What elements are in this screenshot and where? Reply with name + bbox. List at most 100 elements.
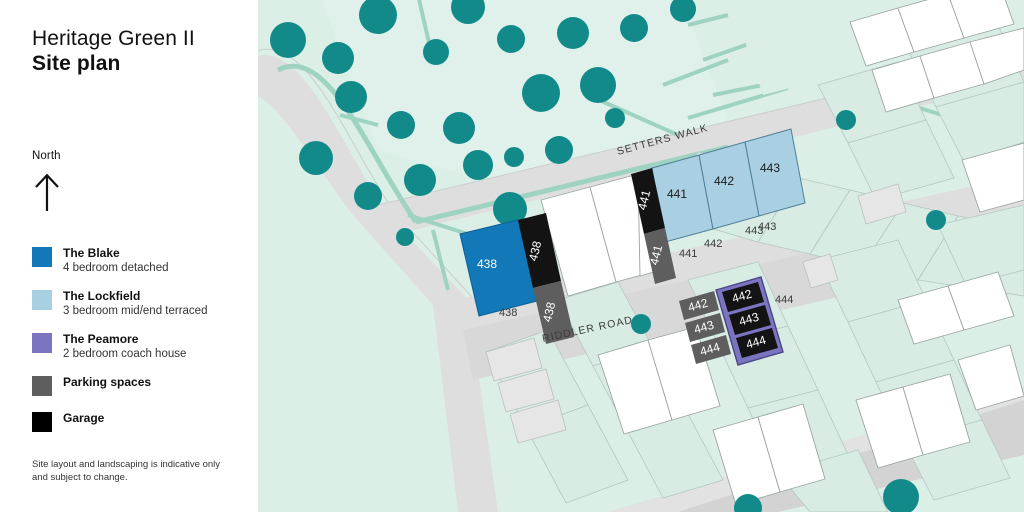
garage-443-label: 443 xyxy=(737,310,760,329)
building xyxy=(902,373,971,456)
tree-icon xyxy=(734,494,762,512)
unit-442-label: 442 xyxy=(714,174,734,188)
tree-icon xyxy=(322,42,354,74)
building xyxy=(969,27,1024,85)
parking-441-label: 441 xyxy=(647,243,666,266)
legend-item-parking: Parking spaces xyxy=(32,375,207,396)
page-title-primary: Heritage Green II xyxy=(32,27,195,50)
legend-swatch-garage xyxy=(32,412,52,432)
parking-438-label: 438 xyxy=(540,300,559,323)
tree-icon xyxy=(493,192,527,226)
unit-438-blake[interactable]: 438 xyxy=(459,219,538,317)
parking-441[interactable]: 441 xyxy=(644,228,676,284)
peamore-parking[interactable]: 442 443 444 xyxy=(679,291,731,364)
road-main-west xyxy=(258,54,498,512)
page-title: Heritage Green II Site plan xyxy=(32,26,195,76)
building xyxy=(949,0,1015,39)
garage-441-label: 441 xyxy=(635,188,654,211)
parking-444-label: 444 xyxy=(698,340,721,359)
tree-icon xyxy=(670,0,696,22)
plot-label-443-upper: 443 xyxy=(745,225,763,237)
legend-item-garage: Garage xyxy=(32,411,207,432)
hedge-path-11 xyxy=(431,229,450,291)
legend-label-parking: Parking spaces xyxy=(63,375,152,389)
tree-icon xyxy=(605,108,625,128)
site-map[interactable]: 438 438 438 438 441 xyxy=(258,0,1024,512)
tree-icon xyxy=(497,25,525,53)
tree-icon xyxy=(299,141,333,175)
tree-icon xyxy=(545,136,573,164)
sidebar: Heritage Green II Site plan North The Bl… xyxy=(0,0,258,512)
legend-swatch-lockfield xyxy=(32,290,52,310)
building xyxy=(961,142,1024,213)
tree-icon xyxy=(926,210,946,230)
disclaimer-text: Site layout and landscaping is indicativ… xyxy=(32,459,221,483)
tree-icon xyxy=(631,314,651,334)
peamore-block[interactable]: 442 443 444 xyxy=(715,276,784,366)
legend-item-lockfield: The Lockfield 3 bedroom mid/end terraced xyxy=(32,289,207,319)
hedge-path-6 xyxy=(339,113,379,127)
garage-442-peamore[interactable]: 442 xyxy=(722,282,764,312)
legend-label-peamore: The Peamore xyxy=(63,332,139,346)
garage-438-label: 438 xyxy=(526,239,545,262)
tree-icon xyxy=(396,228,414,246)
parking-443-label: 443 xyxy=(692,318,715,337)
garage-441[interactable]: 441 xyxy=(631,168,665,234)
legend-swatch-parking xyxy=(32,376,52,396)
tree-icon xyxy=(443,112,475,144)
hedge-path-1 xyxy=(415,144,729,225)
buildings xyxy=(540,0,1024,506)
tree-icon xyxy=(359,0,397,34)
plot-label-443-right: 443 xyxy=(758,221,776,233)
building xyxy=(957,344,1024,411)
tree-icon xyxy=(836,110,856,130)
parking-444-peamore[interactable]: 444 xyxy=(691,335,731,364)
tree-icon xyxy=(463,150,493,180)
parking-442-peamore[interactable]: 442 xyxy=(679,291,719,320)
tree-icon xyxy=(451,0,485,24)
trees xyxy=(270,0,946,512)
garage-444-label: 444 xyxy=(744,333,767,352)
building xyxy=(757,403,826,493)
legend-desc-blake: 4 bedroom detached xyxy=(63,262,169,274)
site-map-svg: 438 438 438 438 441 xyxy=(258,0,1024,512)
legend-swatch-blake xyxy=(32,247,52,267)
legend-label-blake: The Blake xyxy=(63,246,120,260)
hedge-path-3 xyxy=(662,58,729,87)
tree-icon xyxy=(335,81,367,113)
legend-item-peamore: The Peamore 2 bedroom coach house xyxy=(32,332,207,362)
plot-label-444: 444 xyxy=(775,294,793,306)
unit-442-lockfield[interactable]: 442 xyxy=(698,141,760,230)
unit-443-label: 443 xyxy=(760,161,780,175)
legend-label-lockfield: The Lockfield xyxy=(63,289,141,303)
road-edge-1 xyxy=(258,48,473,298)
tree-icon xyxy=(354,182,382,210)
garage-442-label: 442 xyxy=(730,287,753,306)
tree-icon xyxy=(883,479,919,512)
plot-parcels xyxy=(485,0,1024,512)
hedge-path-7 xyxy=(687,13,729,27)
legend-item-blake: The Blake 4 bedroom detached xyxy=(32,246,207,276)
building xyxy=(947,271,1015,331)
parking-442-label: 442 xyxy=(686,296,709,315)
tree-icon xyxy=(504,147,524,167)
plot-label-442: 442 xyxy=(704,238,722,250)
tree-icon xyxy=(404,164,436,196)
garage-444-peamore[interactable]: 444 xyxy=(736,328,778,358)
north-arrow-icon xyxy=(35,173,59,211)
garage-443-peamore[interactable]: 443 xyxy=(729,305,771,335)
legend: The Blake 4 bedroom detached The Lockfie… xyxy=(32,246,207,445)
parking-438[interactable]: 438 xyxy=(533,281,574,344)
garage-438[interactable]: 438 xyxy=(518,213,561,288)
tree-icon xyxy=(620,14,648,42)
parking-443-peamore[interactable]: 443 xyxy=(685,313,725,342)
unit-443-lockfield[interactable]: 443 xyxy=(744,128,806,217)
legend-desc-peamore: 2 bedroom coach house xyxy=(63,348,187,360)
unit-441-label: 441 xyxy=(667,187,687,201)
tree-icon xyxy=(387,111,415,139)
plot-label-441: 441 xyxy=(679,248,697,260)
unit-438-label: 438 xyxy=(477,257,497,271)
north-label: North xyxy=(32,150,61,162)
tree-icon xyxy=(580,67,616,103)
